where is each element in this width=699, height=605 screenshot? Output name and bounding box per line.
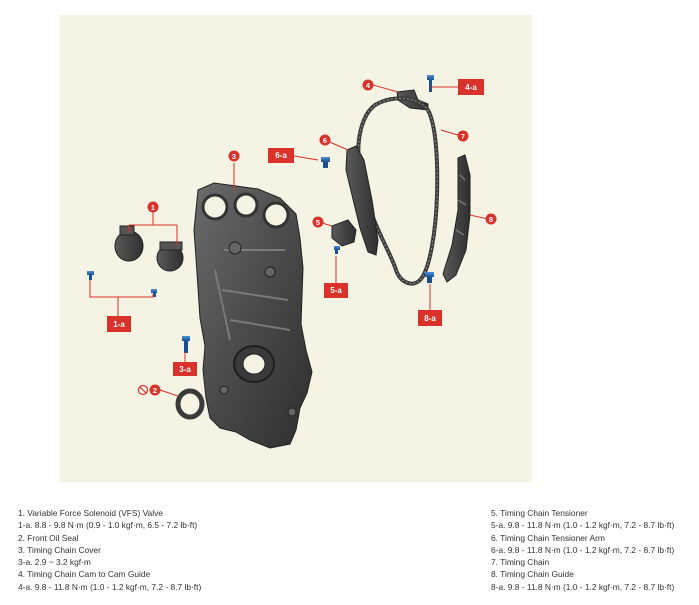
bolt-icon [425, 272, 434, 283]
diagram-svg: 1 2 3 4 5 6 7 8 1-a 3-a 4-a 5-a 6-a 8-a [87, 75, 497, 449]
svg-text:5: 5 [316, 218, 320, 227]
svg-text:6-a: 6-a [275, 151, 287, 160]
legend-item: 5. Timing Chain Tensioner [491, 508, 588, 518]
tag-5a: 5-a [324, 283, 348, 298]
callout-6: 6 [319, 134, 331, 146]
bolt-icon [334, 246, 340, 254]
bolt-icon [182, 336, 190, 353]
legend-item: 8. Timing Chain Guide [491, 569, 574, 580]
svg-text:3-a: 3-a [179, 365, 191, 374]
callout-8: 8 [485, 213, 497, 225]
svg-text:8: 8 [489, 215, 493, 224]
svg-text:1-a: 1-a [113, 320, 125, 329]
chain-guide [442, 154, 471, 283]
legend-item: 1-a. 8.8 - 9.8 N·m (0.9 - 1.0 kgf·m, 6.5… [18, 520, 198, 531]
tag-1a: 1-a [107, 316, 131, 332]
vfs-valve-right [156, 241, 184, 272]
legend-item: 3-a. 2.9 ~ 3.2 kgf·m [18, 557, 91, 568]
legend-item: 1. Variable Force Solenoid (VFS) Valve [18, 508, 163, 518]
tensioner-arm [345, 145, 379, 256]
legend-item: 2. Front Oil Seal [18, 532, 79, 543]
callout-2: 2 [137, 384, 161, 396]
legend-item: 3. Timing Chain Cover [18, 544, 101, 555]
tag-3a: 3-a [173, 362, 197, 376]
bolts [87, 75, 434, 353]
chain-tensioner [331, 219, 357, 247]
tag-6a: 6-a [268, 148, 294, 163]
callout-1: 1 [147, 201, 159, 213]
callout-5: 5 [312, 216, 324, 228]
svg-text:5-a: 5-a [330, 286, 342, 295]
tag-8a: 8-a [418, 310, 442, 326]
bolt-icon [321, 157, 330, 168]
legend-left: 1. Variable Force Solenoid (VFS) Valve 1… [18, 507, 201, 593]
svg-text:3: 3 [232, 152, 236, 161]
legend-item: 8-a. 9.8 - 11.8 N·m (1.0 - 1.2 kgf·m, 7.… [491, 581, 675, 592]
bolt-icon [427, 75, 434, 92]
svg-text:4: 4 [366, 81, 371, 90]
legend-item: 4. Timing Chain Cam to Cam Guide [18, 569, 151, 580]
legend-right: 5. Timing Chain Tensioner 5-a. 9.8 - 11.… [491, 507, 674, 593]
bolt-icon [87, 271, 94, 280]
tag-4a: 4-a [458, 79, 484, 95]
timing-chain-cover [193, 182, 313, 449]
front-oil-seal [175, 388, 205, 420]
legend-item: 5-a. 9.8 - 11.8 N·m (1.0 - 1.2 kgf·m, 7.… [491, 520, 675, 531]
bolt-icon [151, 289, 157, 297]
legend-item: 7. Timing Chain [491, 557, 550, 568]
legend-item: 4-a. 9.8 - 11.8 N·m (1.0 - 1.2 kgf·m, 7.… [18, 581, 202, 592]
svg-text:7: 7 [461, 132, 465, 141]
svg-text:8-a: 8-a [424, 314, 436, 323]
exploded-diagram: 1 2 3 4 5 6 7 8 1-a 3-a 4-a 5-a 6-a 8-a [59, 15, 532, 482]
callout-3: 3 [228, 150, 240, 162]
svg-text:2: 2 [153, 386, 157, 395]
legend-item: 6-a. 9.8 - 11.8 N·m (1.0 - 1.2 kgf·m, 7.… [491, 544, 675, 555]
legend-item: 6. Timing Chain Tensioner Arm [491, 532, 605, 543]
svg-text:6: 6 [323, 136, 327, 145]
svg-text:1: 1 [151, 203, 155, 212]
svg-text:4-a: 4-a [465, 83, 477, 92]
callout-4: 4 [362, 79, 374, 91]
callout-7: 7 [457, 130, 469, 142]
